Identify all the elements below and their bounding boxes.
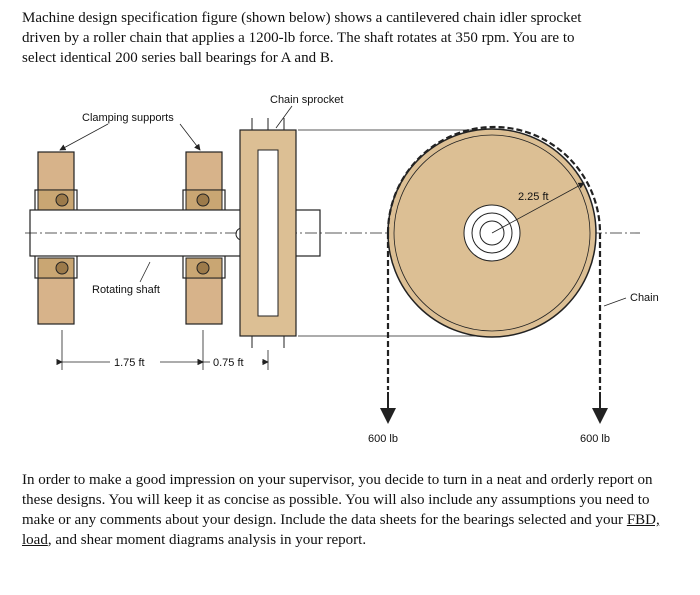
dim-radius: 2.25 ft: [518, 191, 549, 203]
label-rotating-shaft: Rotating shaft: [92, 284, 160, 296]
dimension-lines: [56, 330, 269, 370]
label-chain-sprocket: Chain sprocket: [270, 94, 343, 106]
sprocket-side-view: [239, 118, 297, 348]
force-label-left: 600 lb: [368, 433, 398, 445]
outro-part-2: , and shear moment diagrams analysis in …: [47, 532, 367, 548]
sprocket-face-view: [387, 128, 597, 338]
force-label-right: 600 lb: [580, 433, 610, 445]
label-chain: Chain: [630, 292, 659, 304]
outro-underlined: FBD, load: [22, 512, 660, 548]
dim-bearing-span: 1.75 ft: [114, 357, 145, 369]
label-clamping-supports: Clamping supports: [82, 112, 174, 124]
dim-overhang: 0.75 ft: [213, 357, 244, 369]
cantilever-sprocket-diagram: Chain sprocket Clamping supports Rotatin…: [25, 94, 659, 445]
problem-intro-text: Machine design specification figure (sho…: [22, 10, 582, 66]
outro-part-1: In order to make a good impression on yo…: [22, 472, 653, 528]
problem-outro-text: In order to make a good impression on yo…: [22, 470, 682, 550]
roller-chain: [386, 125, 602, 390]
